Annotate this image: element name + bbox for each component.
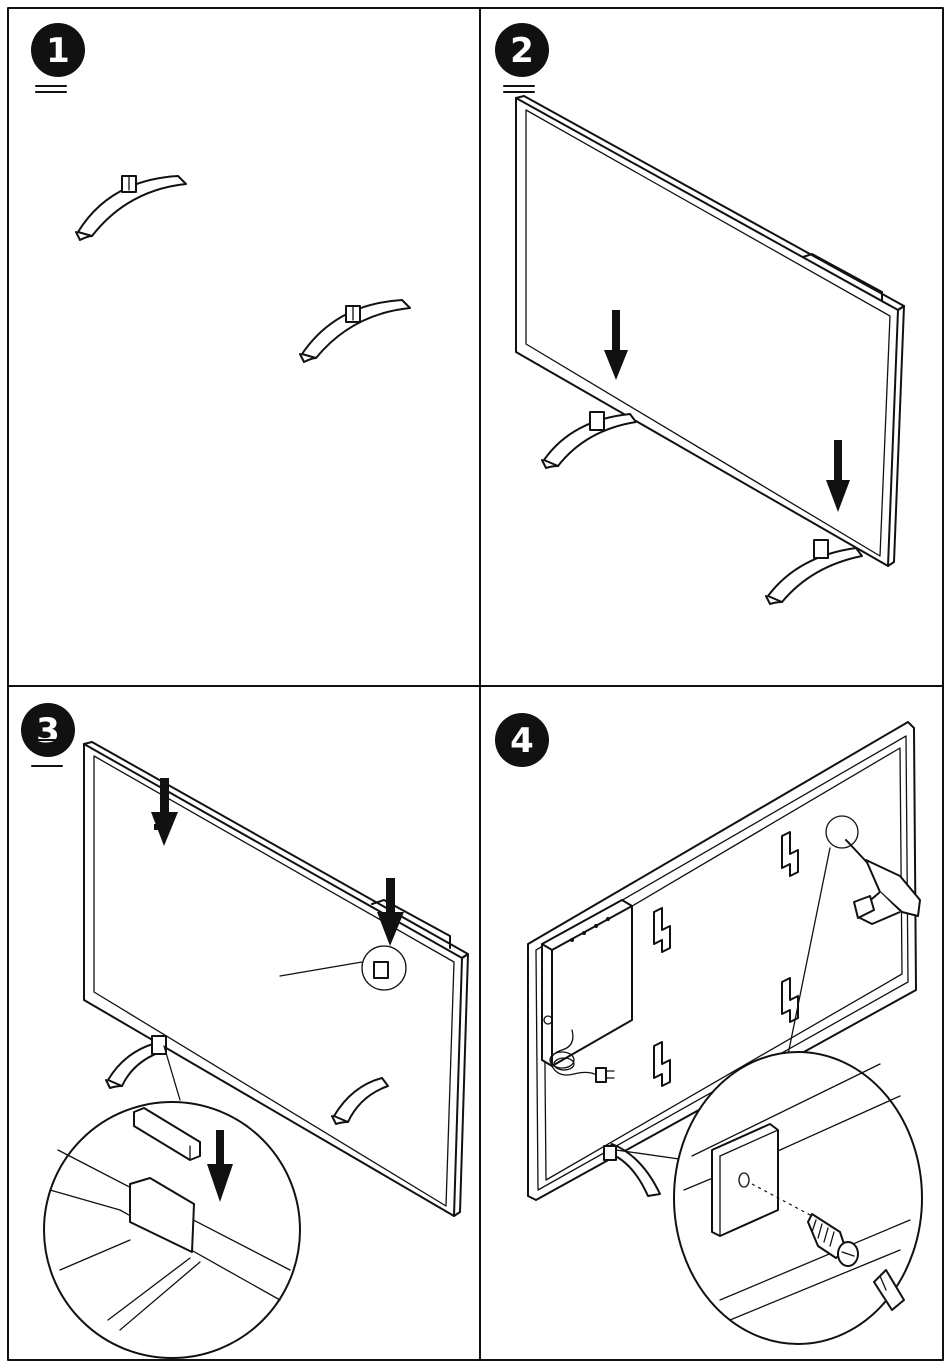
- step-3-panel: 3: [21, 703, 469, 1359]
- control-box: [541, 899, 633, 1067]
- wall-bracket-icon: [781, 831, 799, 877]
- down-arrow-icon: [151, 778, 178, 846]
- down-arrow-icon: [377, 878, 404, 946]
- wall-bracket-icon: [653, 907, 671, 953]
- step-2-number: 2: [510, 31, 534, 71]
- outer-frame: [7, 7, 944, 1361]
- wall-bracket-icon: [653, 1041, 671, 1087]
- stand-foot-icon: [105, 1035, 167, 1089]
- stand-foot-icon: [331, 961, 389, 1125]
- down-arrow-icon: [604, 310, 628, 380]
- screw-icon: [807, 1213, 859, 1267]
- step-4-panel: 4: [495, 713, 923, 1345]
- heater-panel-rear: [527, 721, 917, 1201]
- stand-foot-icon: [299, 299, 411, 363]
- screwdriver-icon: [825, 815, 921, 925]
- heater-panel: [515, 95, 905, 567]
- stand-foot-icon: [75, 175, 187, 241]
- wall-bracket-icon: [781, 977, 799, 1023]
- step-4-number: 4: [510, 721, 534, 761]
- step-1-panel: 1: [31, 23, 411, 363]
- step-4-badge: 4: [495, 713, 549, 767]
- panel-grid: [7, 7, 944, 1361]
- magnified-detail: [673, 1051, 923, 1345]
- step-1-number: 1: [46, 31, 70, 71]
- power-plug-icon: [549, 1029, 615, 1083]
- step-2-badge: 2: [495, 23, 549, 93]
- stand-foot-icon: [541, 411, 637, 469]
- step-1-badge: 1: [31, 23, 85, 93]
- step-2-panel: 2: [495, 23, 905, 605]
- step-3-badge: 3: [21, 703, 75, 767]
- detail-marker: [361, 945, 407, 991]
- down-arrow-icon: [207, 1130, 233, 1202]
- stand-foot-icon: [765, 539, 863, 605]
- down-arrow-icon: [826, 440, 850, 512]
- step-3-number: 3: [36, 711, 60, 751]
- magnified-detail: [43, 1101, 301, 1359]
